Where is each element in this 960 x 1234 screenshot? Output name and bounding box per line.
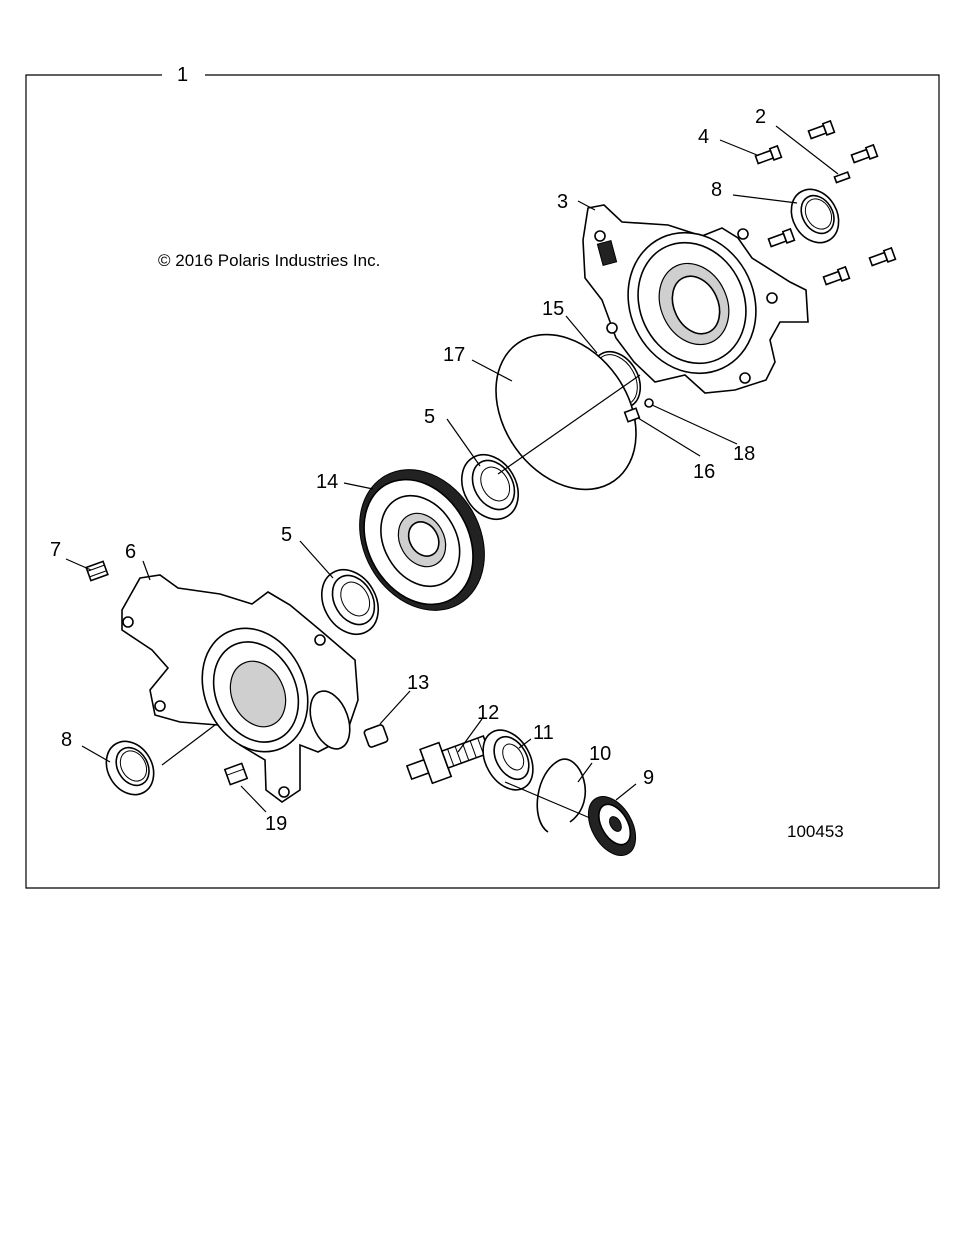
pinion-seal (587, 796, 637, 856)
needle-bearing (363, 724, 389, 748)
assembly-axis-pinion (504, 781, 591, 819)
ring-gear (359, 469, 485, 611)
breather-plug (85, 560, 109, 582)
callout-14: 14 (316, 471, 338, 493)
pinion-shaft (405, 734, 491, 785)
snap-ring (536, 758, 587, 833)
assembly-axis (497, 374, 641, 475)
callout-8-upper: 8 (711, 179, 722, 201)
assembly-label: 1 (177, 64, 188, 86)
bearing-lower (320, 569, 380, 635)
callout-8-lower: 8 (61, 729, 72, 751)
callout-5-lower: 5 (281, 524, 292, 546)
assembly-frame: 1 (25, 64, 940, 889)
oil-seal-lower (105, 740, 155, 796)
callout-5-upper: 5 (424, 406, 435, 428)
oil-seal-upper (790, 188, 840, 244)
callout-12: 12 (477, 702, 499, 724)
drain-plug (623, 407, 641, 423)
leader-lines (65, 125, 839, 813)
callout-18: 18 (733, 443, 755, 465)
callout-19: 19 (265, 813, 287, 835)
bolt-set (754, 119, 897, 286)
callout-10: 10 (589, 743, 611, 765)
small-plug (644, 398, 654, 408)
callout-2: 2 (755, 106, 766, 128)
callout-6: 6 (125, 541, 136, 563)
figure-number: 100453 (787, 822, 844, 841)
bearing-upper (460, 454, 520, 520)
callout-13: 13 (407, 672, 429, 694)
callout-16: 16 (693, 461, 715, 483)
callout-9: 9 (643, 767, 654, 789)
copyright-notice: © 2016 Polaris Industries Inc. (158, 251, 380, 270)
assembly-axis-lower (161, 724, 216, 766)
callout-4: 4 (698, 126, 709, 148)
callout-7: 7 (50, 539, 61, 561)
callout-11: 11 (533, 722, 554, 744)
fill-plug (223, 762, 249, 786)
housing-cover (582, 204, 809, 394)
callout-labels: 2 3 4 5 5 6 7 8 8 9 10 11 12 13 14 15 16… (50, 106, 766, 835)
callout-3: 3 (557, 191, 568, 213)
main-housing (121, 574, 359, 803)
callout-17: 17 (443, 344, 465, 366)
callout-15: 15 (542, 298, 564, 320)
